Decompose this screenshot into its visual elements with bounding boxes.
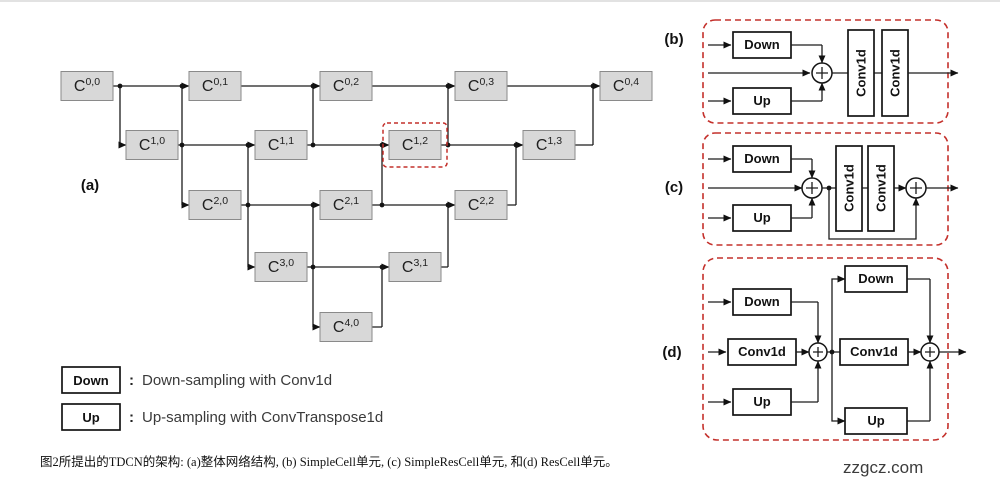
- rescell-outline: [702, 257, 949, 441]
- panel-d-label: (d): [662, 344, 681, 361]
- legend-colon: :: [129, 372, 134, 389]
- node-c21: C2,1: [319, 190, 373, 220]
- svg-text:C0,1: C0,1: [202, 76, 228, 95]
- svg-text:C2,0: C2,0: [202, 195, 228, 214]
- legend-up-desc: Up-sampling with ConvTranspose1d: [142, 409, 383, 426]
- svg-text:Down: Down: [744, 37, 779, 52]
- svg-text:Up: Up: [753, 93, 770, 108]
- up-box: [732, 87, 792, 115]
- node-c13: C1,3: [522, 130, 576, 160]
- node-c03: C0,3: [454, 71, 508, 101]
- conv1d-box: [727, 338, 797, 366]
- node-c04: C0,4: [599, 71, 653, 101]
- svg-text:C2,1: C2,1: [333, 195, 359, 214]
- svg-text:Down: Down: [744, 294, 779, 309]
- svg-text:Conv1d: Conv1d: [850, 344, 898, 359]
- legend-up-box: [61, 403, 121, 431]
- svg-text:Up: Up: [753, 394, 770, 409]
- svg-text:C0,3: C0,3: [468, 76, 494, 95]
- node-c01: C0,1: [188, 71, 242, 101]
- panel-a-label: (a): [81, 177, 99, 194]
- node-c11: C1,1: [254, 130, 308, 160]
- highlighted-cell-outline: [382, 122, 448, 168]
- conv1d-box: [835, 145, 863, 232]
- watermark: zzgcz.com: [843, 458, 923, 477]
- svg-text:C0,0: C0,0: [74, 76, 100, 95]
- svg-text:C0,4: C0,4: [613, 76, 639, 95]
- svg-text:Conv1d: Conv1d: [874, 164, 889, 212]
- svg-text:Conv1d: Conv1d: [842, 164, 857, 212]
- simplerescell-outline: [702, 132, 949, 246]
- svg-text:Conv1d: Conv1d: [888, 49, 903, 97]
- svg-text:C2,2: C2,2: [468, 195, 494, 214]
- node-c20: C2,0: [188, 190, 242, 220]
- overall-architecture-panel: (a): [60, 71, 653, 342]
- svg-text:C3,1: C3,1: [402, 257, 428, 276]
- legend-down-desc: Down-sampling with Conv1d: [142, 372, 332, 389]
- legend-down-box: [61, 366, 121, 394]
- legend-down-label: Down: [73, 373, 108, 388]
- residual-connection: [828, 188, 920, 240]
- up-box: [844, 407, 908, 435]
- legend-colon: :: [129, 409, 134, 426]
- legend: Down : Down-sampling with Conv1d Up : Up…: [61, 366, 383, 431]
- node-c02: C0,2: [319, 71, 373, 101]
- down-box: [732, 31, 792, 59]
- node-c30: C3,0: [254, 252, 308, 282]
- svg-text:C0,2: C0,2: [333, 76, 359, 95]
- down-box: [844, 265, 908, 293]
- node-c00: C0,0: [60, 71, 114, 101]
- simplerescell-panel: (c) Down Up Conv1d Conv1d: [665, 132, 959, 246]
- branch-to-up: [831, 352, 846, 425]
- svg-text:C1,0: C1,0: [139, 135, 165, 154]
- down-box: [732, 288, 792, 316]
- panel-c-label: (c): [665, 179, 683, 196]
- conv1d-box: [847, 29, 875, 117]
- svg-text:C1,2: C1,2: [402, 135, 428, 154]
- svg-text:Up: Up: [867, 413, 884, 428]
- branch-to-down: [831, 275, 846, 352]
- down-box: [732, 145, 792, 173]
- svg-text:Down: Down: [858, 271, 893, 286]
- svg-text:C3,0: C3,0: [268, 257, 294, 276]
- svg-text:C4,0: C4,0: [333, 317, 359, 336]
- node-c10: C1,0: [125, 130, 179, 160]
- svg-text:C1,1: C1,1: [268, 135, 294, 154]
- figure-caption: 图2所提出的TDCN的架构: (a)整体网络结构, (b) SimpleCell…: [40, 454, 618, 469]
- node-c22: C2,2: [454, 190, 508, 220]
- svg-text:Up: Up: [753, 210, 770, 225]
- simplecell-outline: [702, 19, 949, 124]
- svg-text:Down: Down: [744, 151, 779, 166]
- node-c12: C1,2: [388, 130, 442, 160]
- simplecell-panel: (b) Down Up Conv1d Conv1d: [664, 19, 959, 124]
- node-c40: C4,0: [319, 312, 373, 342]
- panel-b-label: (b): [664, 31, 683, 48]
- conv1d-box: [867, 145, 895, 232]
- node-c31: C3,1: [388, 252, 442, 282]
- svg-text:C1,3: C1,3: [536, 135, 562, 154]
- legend-up-label: Up: [82, 410, 99, 425]
- junction-dots: [117, 83, 596, 270]
- up-box: [732, 388, 792, 416]
- up-box: [732, 204, 792, 232]
- svg-text:Conv1d: Conv1d: [854, 49, 869, 97]
- rescell-panel: (d) Down Conv1d Up Down Conv1d Up: [662, 257, 967, 441]
- svg-text:Conv1d: Conv1d: [738, 344, 786, 359]
